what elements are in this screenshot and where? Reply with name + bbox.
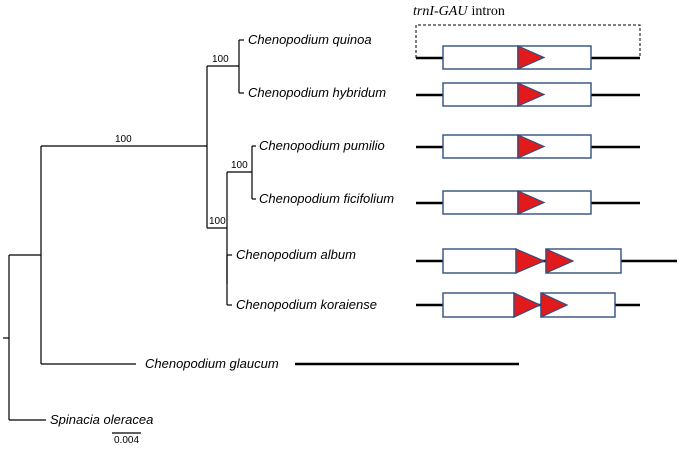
exon-box bbox=[442, 292, 515, 318]
repeat-triangle bbox=[517, 134, 546, 159]
bootstrap-inner-clade: 100 bbox=[209, 216, 226, 227]
taxon-label-spinacia: Spinacia oleracea bbox=[50, 412, 153, 427]
scale-bar-label: 0.004 bbox=[114, 435, 139, 446]
bootstrap-pumilio-ficifolium: 100 bbox=[231, 160, 248, 171]
exon-box bbox=[442, 248, 517, 274]
exon-box bbox=[442, 190, 519, 215]
tree-branches bbox=[3, 39, 256, 421]
taxon-label-hybridum: Chenopodium hybridum bbox=[248, 85, 386, 100]
repeat-triangle bbox=[517, 82, 546, 107]
exon-box bbox=[442, 134, 519, 159]
taxon-label-pumilio: Chenopodium pumilio bbox=[259, 138, 385, 153]
bootstrap-values: 100 100 100 100 bbox=[115, 54, 248, 227]
repeat-triangle bbox=[517, 45, 546, 70]
gene-pumilio bbox=[416, 134, 640, 159]
taxon-labels: Chenopodium quinoa Chenopodium hybridum … bbox=[50, 32, 394, 427]
exon-box bbox=[442, 82, 519, 107]
repeat-triangle bbox=[515, 248, 546, 274]
repeat-triangle bbox=[545, 248, 575, 274]
repeat-triangle bbox=[513, 292, 542, 318]
taxon-label-ficifolium: Chenopodium ficifolium bbox=[259, 191, 394, 206]
repeat-triangle bbox=[540, 292, 569, 318]
taxon-label-glaucum: Chenopodium glaucum bbox=[145, 356, 279, 371]
gene-quinoa bbox=[416, 45, 640, 70]
exon-box bbox=[442, 45, 519, 70]
bootstrap-root-clade: 100 bbox=[115, 134, 132, 145]
taxon-label-album: Chenopodium album bbox=[236, 247, 356, 262]
bootstrap-quinoa-hybridum: 100 bbox=[212, 54, 229, 65]
gene-koraiense bbox=[416, 292, 640, 318]
taxon-label-koraiense: Chenopodium koraiense bbox=[236, 297, 377, 312]
gene-hybridum bbox=[416, 82, 640, 107]
taxon-label-quinoa: Chenopodium quinoa bbox=[248, 32, 372, 47]
gene-album bbox=[416, 248, 677, 274]
scale-bar: 0.004 bbox=[112, 432, 141, 446]
intron-frame bbox=[415, 24, 641, 58]
gene-ficifolium bbox=[416, 190, 640, 215]
repeat-triangle bbox=[517, 190, 546, 215]
